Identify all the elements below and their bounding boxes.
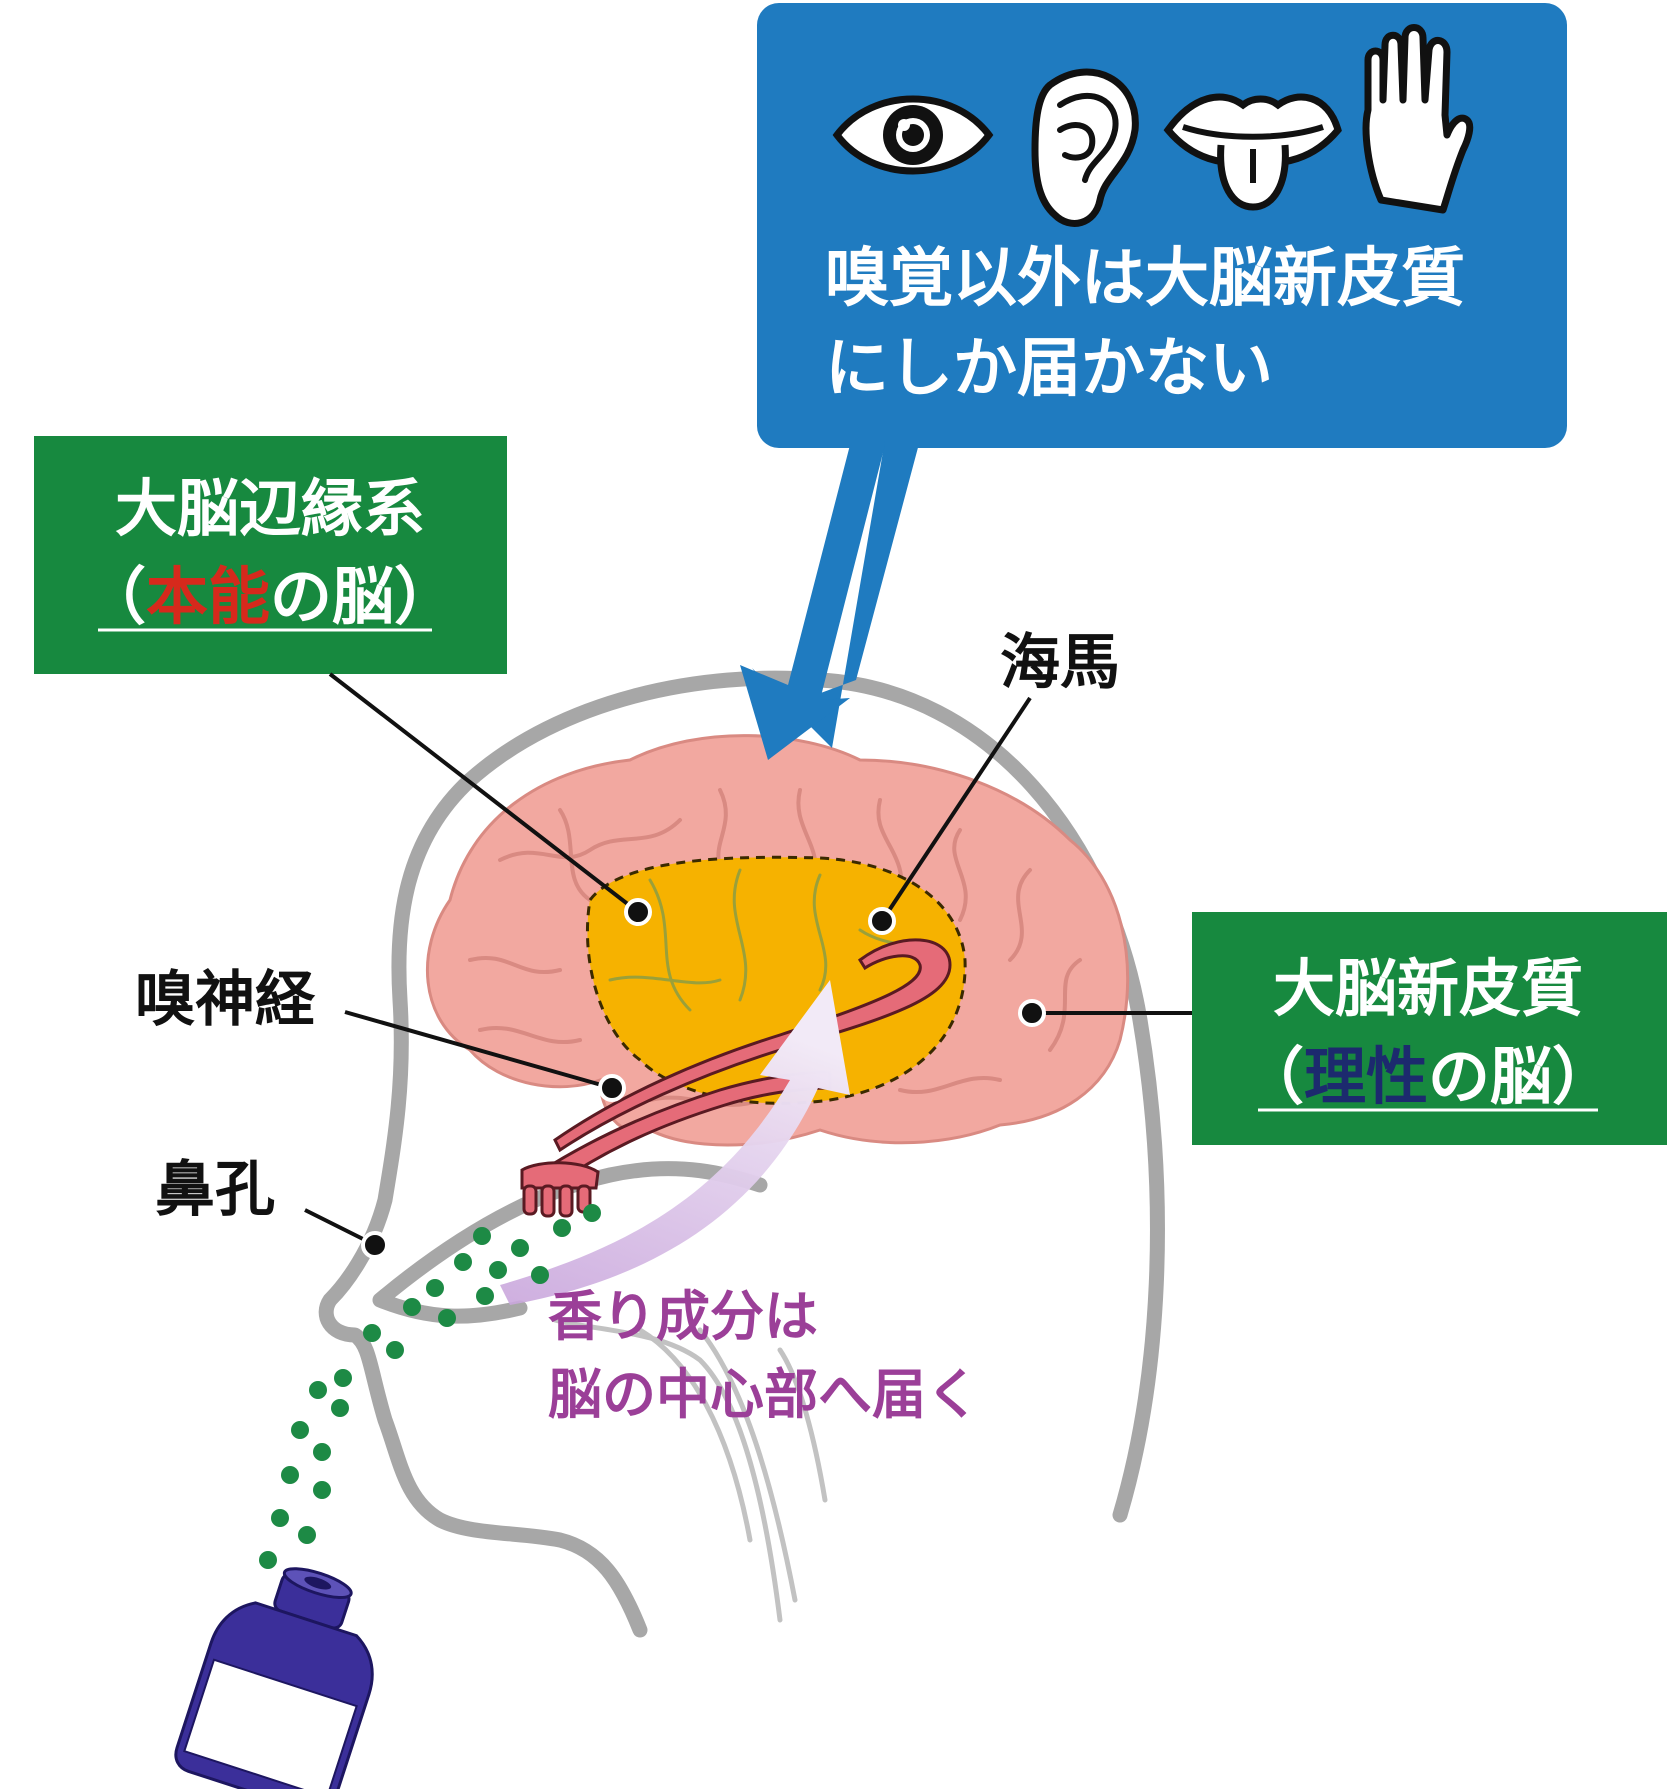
instinct-highlight: 本能 [146, 560, 270, 633]
senses-caption-line1: 嗅覚以外は大脳新皮質 [825, 242, 1465, 316]
nostril-pointer-dot [361, 1231, 389, 1259]
olfactory-nerve-label: 嗅神経 [135, 965, 316, 1035]
neocortex-subtitle: （理性の脳） [1242, 1040, 1614, 1113]
eye-icon [832, 95, 994, 175]
olfactory-nerve-pointer-dot [598, 1074, 626, 1102]
neocortex-label-box [1192, 912, 1667, 1145]
limbic-label-box [34, 436, 507, 674]
scent-particles [259, 1204, 601, 1569]
ear-icon [1031, 68, 1139, 227]
throat-lines [552, 1317, 828, 1623]
hippocampus-structure [553, 938, 952, 1153]
limbic-title: 大脳辺縁系 [115, 472, 425, 545]
scent-caption-line2: 脳の中心部へ届く [548, 1363, 980, 1426]
leader-lines [304, 672, 1192, 1247]
leader-dots [361, 898, 1046, 1259]
nostril-label: 鼻孔 [155, 1155, 275, 1225]
aroma-bottle [174, 1567, 374, 1789]
senses-caption-line2: にしか届かない [825, 332, 1273, 406]
hippocampus-pointer-dot [868, 907, 896, 935]
neocortex-pointer-dot [1018, 999, 1046, 1027]
callout-arrow [740, 445, 885, 760]
hand-icon [1362, 24, 1474, 214]
limbic-subtitle: （本能の脳） [84, 560, 456, 633]
neocortex-title: 大脳新皮質 [1273, 952, 1583, 1025]
reason-highlight: 理性 [1304, 1040, 1428, 1113]
limbic-pointer-dot [624, 898, 652, 926]
scent-path-arrow [500, 980, 850, 1305]
scent-caption-line1: 香り成分は [548, 1285, 818, 1348]
mouth-tongue-icon [1163, 93, 1342, 211]
hippocampus-label: 海馬 [1000, 628, 1120, 698]
